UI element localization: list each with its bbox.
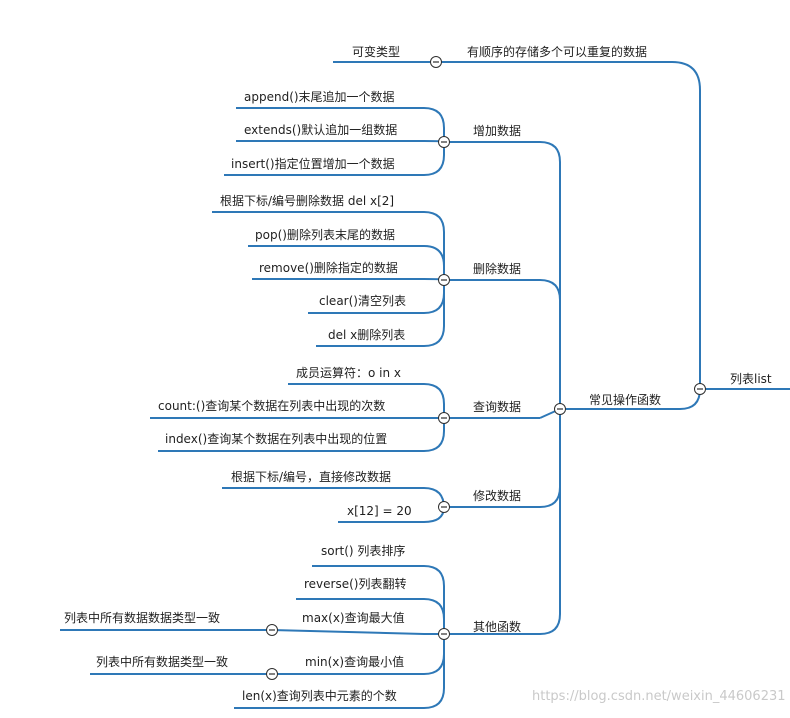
modify-child-1: x[12] = 20 [347, 504, 412, 518]
mutable-label: 有顺序的存储多个可以重复的数据 [467, 44, 647, 59]
edge-root-mutable [671, 61, 702, 389]
edge-other-2 [296, 598, 445, 634]
edge-del-1 [212, 211, 445, 280]
collapse-toggle-ops[interactable] [554, 403, 566, 415]
node-labels: 列表list 有顺序的存储多个可以重复的数据 可变类型 常见操作函数 增加数据 … [64, 44, 772, 703]
query-child-1: count:()查询某个数据在列表中出现的次数 [158, 398, 385, 413]
edge-del-2 [248, 245, 445, 280]
edge-ops-modify [539, 409, 561, 508]
edge-add-3 [224, 142, 445, 176]
edge-add-2 [236, 140, 445, 143]
collapse-toggle-query[interactable] [438, 412, 450, 424]
edge-query-3 [158, 418, 445, 452]
other-child-4: len(x)查询列表中元素的个数 [242, 688, 397, 703]
edge-ops-other [539, 409, 561, 635]
other-child-1: reverse()列表翻转 [304, 576, 406, 591]
edge-other-3 [271, 629, 444, 635]
collapse-toggle-del[interactable] [438, 274, 450, 286]
add-child-2: insert()指定位置增加一个数据 [231, 156, 395, 171]
del-child-0: 根据下标/编号删除数据 del x[2] [220, 193, 394, 208]
edge-add-1 [236, 107, 445, 142]
edge-ops-del [539, 279, 561, 409]
query-child-2: index()查询某个数据在列表中出现的位置 [165, 431, 387, 446]
del-child-4: del x删除列表 [328, 327, 405, 342]
del-child-3: clear()清空列表 [319, 294, 406, 308]
watermark: https://blog.csdn.net/weixin_44606231 [532, 689, 786, 704]
del-child-2: remove()删除指定的数据 [259, 260, 398, 275]
other-child-0: sort() 列表排序 [321, 543, 405, 558]
collapse-toggle-root[interactable] [694, 383, 706, 395]
edges [60, 61, 790, 709]
modify-child-0: 根据下标/编号，直接修改数据 [231, 469, 391, 484]
edge-del-3 [252, 278, 445, 281]
edge-del-5 [316, 280, 445, 347]
edge-other-5 [234, 634, 445, 709]
del-child-1: pop()删除列表末尾的数据 [255, 227, 395, 242]
ops-label: 常见操作函数 [589, 392, 661, 407]
edge-query-1 [288, 383, 445, 418]
query-child-0: 成员运算符：o in x [296, 365, 401, 380]
collapse-toggle-max[interactable] [266, 624, 278, 636]
mutable-child-0: 可变类型 [352, 44, 400, 59]
modify-label: 修改数据 [473, 488, 521, 503]
del-label: 删除数据 [473, 261, 521, 276]
max-note: 列表中所有数据数据类型一致 [64, 610, 220, 625]
collapse-toggle-modify[interactable] [438, 501, 450, 513]
collapse-toggles [266, 56, 706, 680]
add-child-0: append()末尾追加一个数据 [244, 89, 395, 104]
collapse-toggle-other[interactable] [438, 628, 450, 640]
edge-ops-add [539, 141, 561, 409]
add-child-1: extends()默认追加一组数据 [244, 122, 397, 137]
other-child-3: min(x)查询最小值 [305, 654, 404, 669]
min-note: 列表中所有数据类型一致 [96, 654, 228, 669]
query-label: 查询数据 [473, 399, 521, 414]
root-label: 列表list [730, 372, 772, 386]
other-label: 其他函数 [473, 619, 521, 634]
other-child-2: max(x)查询最大值 [302, 610, 405, 625]
edge-other-1 [312, 565, 445, 634]
add-label: 增加数据 [473, 123, 521, 138]
collapse-toggle-add[interactable] [438, 136, 450, 148]
collapse-toggle-min[interactable] [266, 668, 278, 680]
collapse-toggle-mutable[interactable] [430, 56, 442, 68]
